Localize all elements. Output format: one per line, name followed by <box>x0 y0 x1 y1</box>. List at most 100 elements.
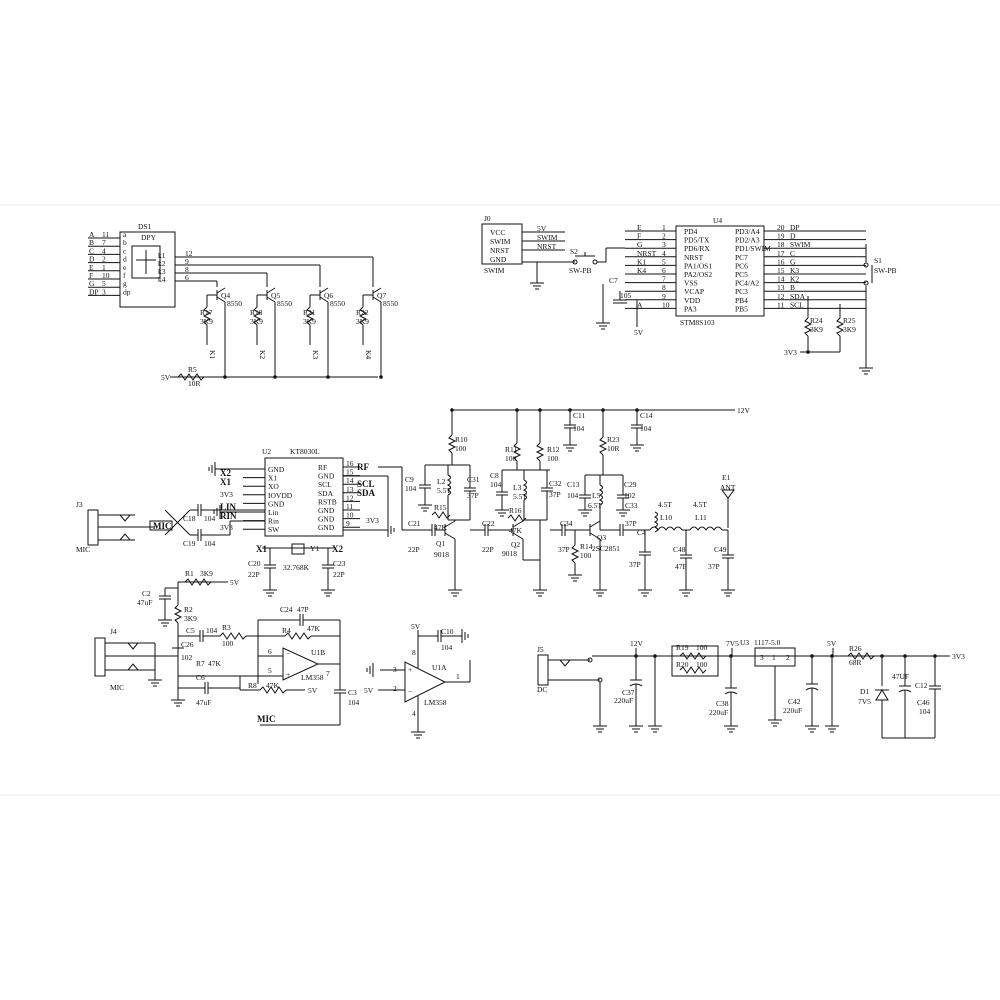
r26-ref: R26 <box>849 644 862 653</box>
jack-j3-ref: J3 <box>76 500 83 509</box>
rail-label-5v: 5V <box>827 639 837 648</box>
net-label-k3: K3 <box>311 350 320 359</box>
rf-value-c31: 37P <box>467 491 479 500</box>
rf-value-c8: 104 <box>490 480 502 489</box>
rf-ref-c11: C11 <box>573 411 585 420</box>
fm-net-left-x2-0: X2 <box>220 468 231 478</box>
c19-value: 104 <box>204 539 216 548</box>
mcu-func-vcap: VCAP <box>684 287 704 296</box>
mcu-func-pc3: PC3 <box>735 287 748 296</box>
mcu-pin-12: 12 <box>777 292 785 301</box>
mcu-pin-1: 1 <box>662 223 666 232</box>
mcu-func-pc4-a2: PC4/A2 <box>735 279 759 288</box>
mcu-net-right-g: G <box>790 257 796 266</box>
ground-icon <box>596 322 610 330</box>
jack-j3-label: MIC <box>76 545 90 554</box>
fm-func-left-2: XO <box>268 482 279 491</box>
opamp-plus: + <box>286 670 290 679</box>
c2-ref: C2 <box>142 589 151 598</box>
segment-net-c: C <box>89 246 94 255</box>
fm-transmitter-section: U2 KT8030L GNDX1XOIOVDDGNDLinRinSWX2X13V… <box>76 447 425 597</box>
mcu-net-left-g: G <box>637 240 643 249</box>
ground-icon <box>158 619 172 627</box>
rf-supply-label: 12V <box>737 406 751 415</box>
c20-ref: C20 <box>248 559 261 568</box>
r4-value: 47K <box>307 624 321 633</box>
transistor-part-q4: 8550 <box>227 299 242 308</box>
segment-net-d: D <box>89 255 95 264</box>
common-label-k2: k2 <box>158 259 166 268</box>
ground-icon <box>805 725 819 733</box>
rf-l5 <box>598 484 603 506</box>
ground-icon <box>768 719 782 727</box>
amp-supply-bottom: 5V <box>308 686 318 695</box>
c18-ref: C18 <box>183 514 196 523</box>
base-resistor-r21 <box>305 306 315 326</box>
ground-icon <box>578 509 592 517</box>
resistor-ref-r22: R22 <box>356 308 369 317</box>
mcu-func-pb5: PB5 <box>735 304 748 313</box>
segment-pin-b: 7 <box>102 238 106 247</box>
rail-label-12v: 12V <box>630 639 644 648</box>
net-label-k1: K1 <box>208 350 217 359</box>
zener-d1 <box>875 689 889 701</box>
mcu-u4-body <box>675 225 765 317</box>
header-net-nrst: NRST <box>537 242 557 251</box>
c5-value: 104 <box>206 626 218 635</box>
r26-value: 68R <box>849 658 862 667</box>
mcu-net-left-a: A <box>637 300 643 309</box>
mcu-pin-13: 13 <box>777 283 785 292</box>
transistor-ref-q5: Q5 <box>271 291 280 300</box>
c12-ref: C12 <box>915 681 928 690</box>
ground-icon <box>679 589 693 597</box>
c3-value: 104 <box>348 698 360 707</box>
s2-ref: S2 <box>570 247 578 256</box>
rf-value-r14: 100 <box>580 551 592 560</box>
rf-ref-l5: L5 <box>592 491 601 500</box>
mcu-pin-20: 20 <box>777 223 785 232</box>
u1a-minus: − <box>408 687 412 696</box>
c42-value: 220uF <box>783 706 802 715</box>
mcu-net-right-k2: K2 <box>790 275 799 284</box>
fm-net-right-rf: RF <box>357 462 369 472</box>
seven-segment-icon <box>131 245 161 279</box>
rf-ref-l3: L3 <box>513 483 522 492</box>
rf-c8 <box>496 491 508 496</box>
rf-c49 <box>722 554 734 559</box>
fm-func-right-gnd-9: GND <box>318 523 335 532</box>
swim-header-body <box>481 223 523 265</box>
rf-l3 <box>522 479 527 501</box>
rf-ref-l10: L10 <box>660 513 672 522</box>
c2-value: 47uF <box>137 598 152 607</box>
mcu-func-pc6: PC6 <box>735 261 748 270</box>
net-label-k4: K4 <box>364 350 373 359</box>
jack-j4-label: MIC <box>110 683 124 692</box>
base-resistor-r22 <box>358 306 368 326</box>
ground-icon <box>825 725 839 733</box>
rf-ref-l11: L11 <box>695 513 707 522</box>
r2-resistor <box>173 604 183 624</box>
mcu-net-right-k3: K3 <box>790 266 799 275</box>
rf-ref-c14: C14 <box>640 411 653 420</box>
jack-j5-label: DC <box>537 685 547 694</box>
r8-ref: R8 <box>248 681 257 690</box>
crystal-ref: Y1 <box>310 544 319 553</box>
u1b-part: LM358 <box>301 673 324 682</box>
rf-value-q3: 2SC2851 <box>592 544 620 553</box>
rf-value-q1: 9018 <box>434 550 449 559</box>
mcu-func-pa3: PA3 <box>684 304 697 313</box>
segment-net-b: B <box>89 238 94 247</box>
d1-ref: D1 <box>860 687 869 696</box>
mcu-func-pd1-swim: PD1/SWIM <box>735 244 771 253</box>
rf-ref-c32: C32 <box>549 479 562 488</box>
mcu-pin-7: 7 <box>662 275 666 284</box>
s2-part: SW-PB <box>569 266 592 275</box>
fm-net-left-3v3-5: 3V3 <box>220 523 233 532</box>
jack-j5-ref: J5 <box>537 645 544 654</box>
ground-icon <box>418 504 432 512</box>
ground-icon <box>648 725 662 733</box>
antenna-label: ANT <box>720 483 736 492</box>
c20-value: 22P <box>248 570 260 579</box>
